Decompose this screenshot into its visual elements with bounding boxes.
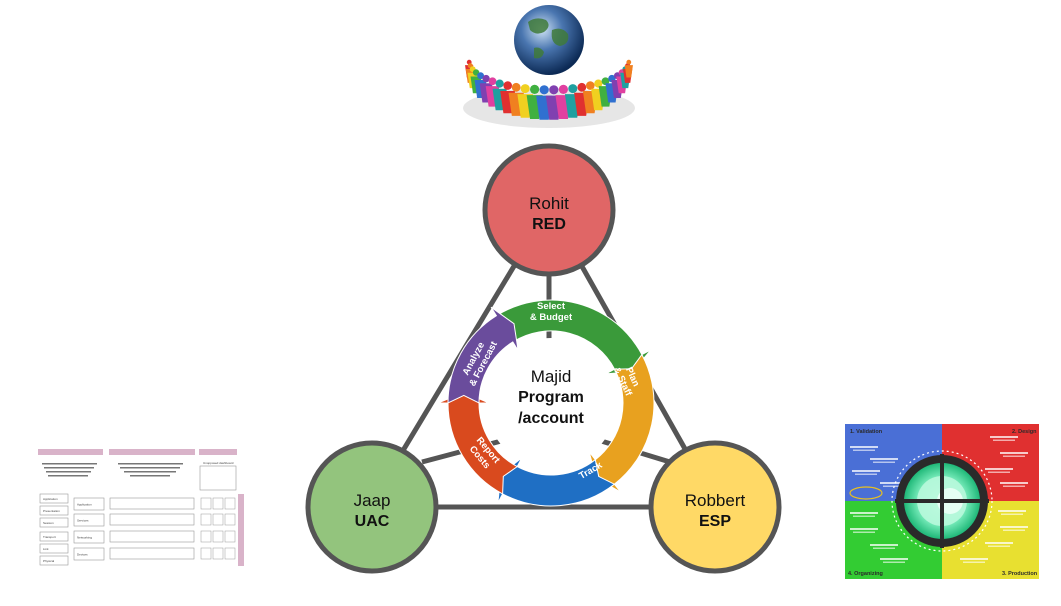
stack-layer-label: Services (77, 519, 89, 523)
node-top-circle (482, 143, 616, 277)
cycle-label-budget: & Budget (530, 312, 573, 323)
quadrant-note (870, 544, 898, 549)
node-right-circle (648, 440, 782, 574)
osi-layer-label: Physical (43, 559, 55, 563)
center-name: Majid (531, 367, 572, 386)
quadrant-note (998, 510, 1026, 515)
osi-layer-label: Application (43, 497, 58, 501)
grid-cell (212, 513, 224, 526)
cycle-label-select: Select (537, 301, 566, 312)
globe-people-image (463, 5, 635, 128)
stack-layer-label: Devices (77, 553, 88, 557)
quadrant-note (990, 436, 1018, 441)
quadrant-title-validation: 1. Validation (850, 429, 883, 435)
node-left-role: UAC (355, 513, 390, 530)
grid-cell (224, 497, 236, 510)
osi-layer-label: Transport (43, 535, 56, 539)
people-ring-icon (465, 59, 633, 120)
node-top-role: RED (532, 216, 566, 233)
osi-layer-cell: Link (39, 543, 69, 554)
cycle-arc-analyze (447, 306, 519, 404)
osi-layer-label: Link (43, 547, 49, 551)
node-top: Rohit RED (482, 143, 616, 277)
stack-layer-cell: Devices (73, 547, 105, 561)
center-role-line1: Program (518, 389, 584, 406)
node-left: Jaap UAC (305, 440, 439, 574)
grid-cell (200, 530, 212, 543)
stack-layer-label: Application (77, 503, 92, 507)
quadrant-note (850, 512, 878, 517)
quadrant-title-organizing: 4. Organizing (848, 571, 883, 577)
globe-icon (514, 5, 584, 75)
left-thumbnail-right-header: Unopposed dashboard (203, 461, 234, 465)
quadrant-title-production: 3. Production (1002, 571, 1038, 577)
left-thumbnail-captions (42, 463, 183, 477)
center-hub (486, 338, 616, 468)
left-thumbnail-diagram: Unopposed dashboard ApplicationPresentat… (38, 448, 244, 570)
osi-layer-label: Session (43, 521, 54, 525)
grid-cell (212, 497, 224, 510)
node-right-role: ESP (699, 513, 731, 530)
stack-layer-cell: Networking (73, 530, 105, 544)
quadrant-note (850, 528, 878, 533)
osi-layer-cell: Physical (39, 555, 69, 566)
grid-cell (200, 497, 212, 510)
quadrant-note (852, 470, 880, 475)
quadrant-note (850, 446, 878, 451)
osi-layer-cell: Application (39, 493, 69, 504)
quadrant-note (985, 542, 1013, 547)
quadrant-note (880, 558, 908, 563)
grid-cell (212, 530, 224, 543)
quadrant-note (960, 558, 988, 563)
osi-layer-label: Presentation (43, 509, 60, 513)
node-right-name: Robbert (685, 491, 746, 510)
grid-cell (224, 547, 236, 560)
node-left-circle (305, 440, 439, 574)
grid-cell (224, 513, 236, 526)
osi-layer-cell: Session (39, 517, 69, 528)
grid-cell (200, 513, 212, 526)
grid-cell (224, 530, 236, 543)
stack-layer-cell: Services (73, 513, 105, 527)
quadrant-note (1000, 452, 1028, 457)
person-figure (624, 59, 633, 78)
cycle-diagram: Majid Program /account Select & Budget P… (437, 299, 655, 507)
osi-layer-cell: Transport (39, 531, 69, 542)
grid-cell (200, 547, 212, 560)
osi-layer-cell: Presentation (39, 505, 69, 516)
quadrant-note (870, 458, 898, 463)
right-thumbnail-diagram: 1. Validation 2. Design 4. Organizing 3.… (845, 424, 1039, 579)
node-left-name: Jaap (354, 491, 391, 510)
quadrant-note (985, 468, 1013, 473)
quadrant-note (1000, 526, 1028, 531)
center-role-line2: /account (518, 410, 584, 427)
grid-cell (212, 547, 224, 560)
node-top-name: Rohit (529, 194, 569, 213)
stack-layer-label: Networking (77, 536, 92, 540)
quadrant-title-design: 2. Design (1012, 429, 1037, 435)
stack-layer-cell: Application (73, 497, 105, 511)
node-right: Robbert ESP (648, 440, 782, 574)
quadrant-note (1000, 482, 1028, 487)
